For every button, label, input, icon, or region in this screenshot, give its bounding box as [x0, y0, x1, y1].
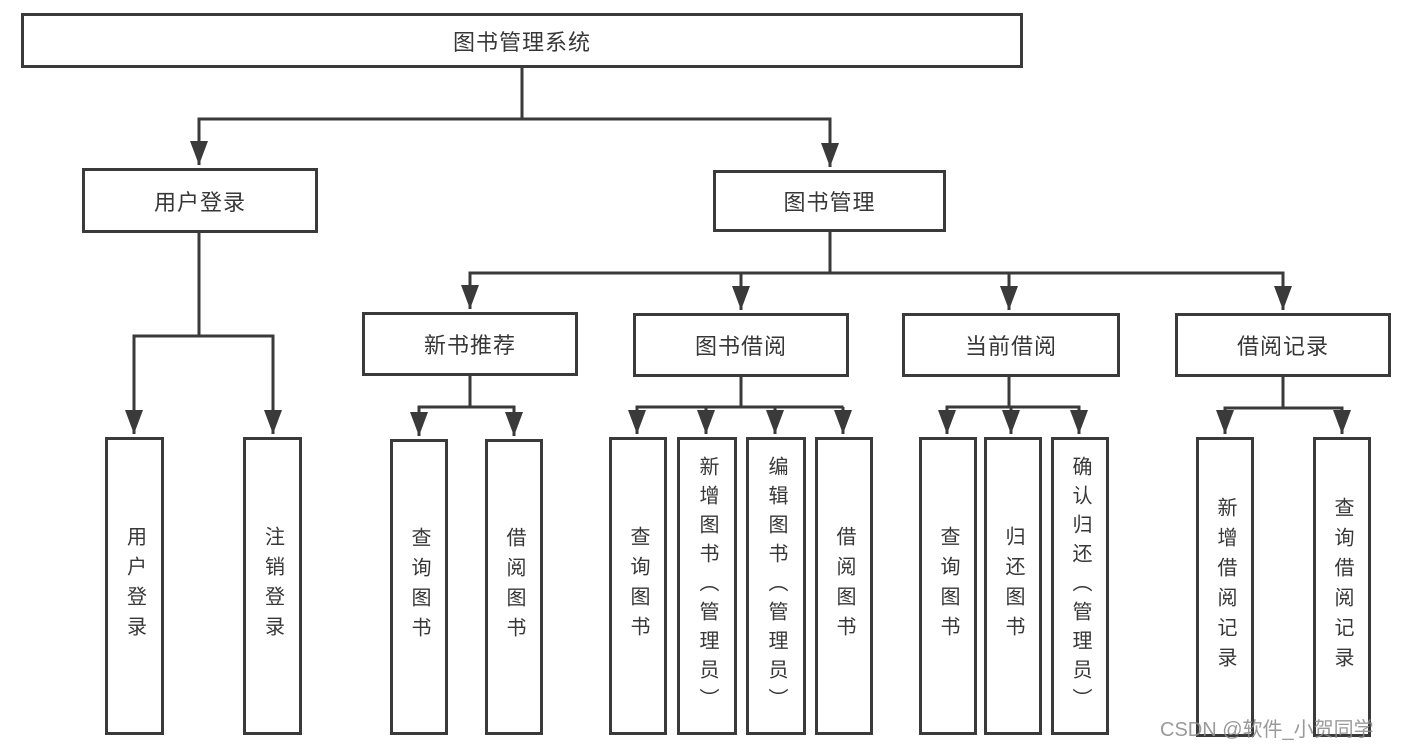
node-new-book-recommendation: 新书推荐 — [362, 312, 578, 376]
connector-current-borrowing-to-children — [938, 377, 1088, 434]
node-leaf-confirm-return-admin: 确认归还（管理员） — [1051, 437, 1109, 735]
node-current-borrowing: 当前借阅 — [902, 313, 1120, 377]
node-leaf-return-books: 归还图书 — [984, 437, 1042, 735]
connector-new-book-recommendation-to-children — [410, 376, 523, 436]
node-leaf-edit-books-admin: 编辑图书（管理员） — [746, 437, 806, 735]
connector-book-borrowing-to-children — [628, 377, 852, 434]
node-book-management: 图书管理 — [713, 170, 946, 232]
node-leaf-query-books-current: 查询图书 — [919, 437, 977, 735]
node-library-management-system: 图书管理系统 — [21, 13, 1023, 68]
node-leaf-query-books-recommend: 查询图书 — [390, 439, 448, 735]
node-user-login: 用户登录 — [82, 168, 318, 233]
node-leaf-query-books-borrowing: 查询图书 — [609, 437, 667, 735]
node-leaf-logout: 注销登录 — [243, 437, 302, 735]
node-leaf-query-borrow-record: 查询借阅记录 — [1313, 437, 1371, 737]
csdn-watermark: CSDN @软件_小贺同学 — [1160, 719, 1374, 741]
connector-root-to-level2 — [190, 68, 839, 167]
node-leaf-borrow-books-borrowing: 借阅图书 — [815, 437, 873, 735]
node-leaf-add-borrow-record: 新增借阅记录 — [1196, 437, 1254, 737]
node-leaf-user-login: 用户登录 — [105, 437, 164, 735]
node-leaf-add-books-admin: 新增图书（管理员） — [677, 437, 737, 735]
connector-borrowing-records-to-children — [1216, 376, 1351, 434]
connector-book-management-to-level3 — [461, 232, 1292, 310]
node-book-borrowing: 图书借阅 — [633, 313, 849, 377]
connector-user-login-to-children — [125, 233, 282, 434]
node-leaf-borrow-books-recommend: 借阅图书 — [485, 439, 543, 735]
node-borrowing-records: 借阅记录 — [1175, 313, 1391, 377]
